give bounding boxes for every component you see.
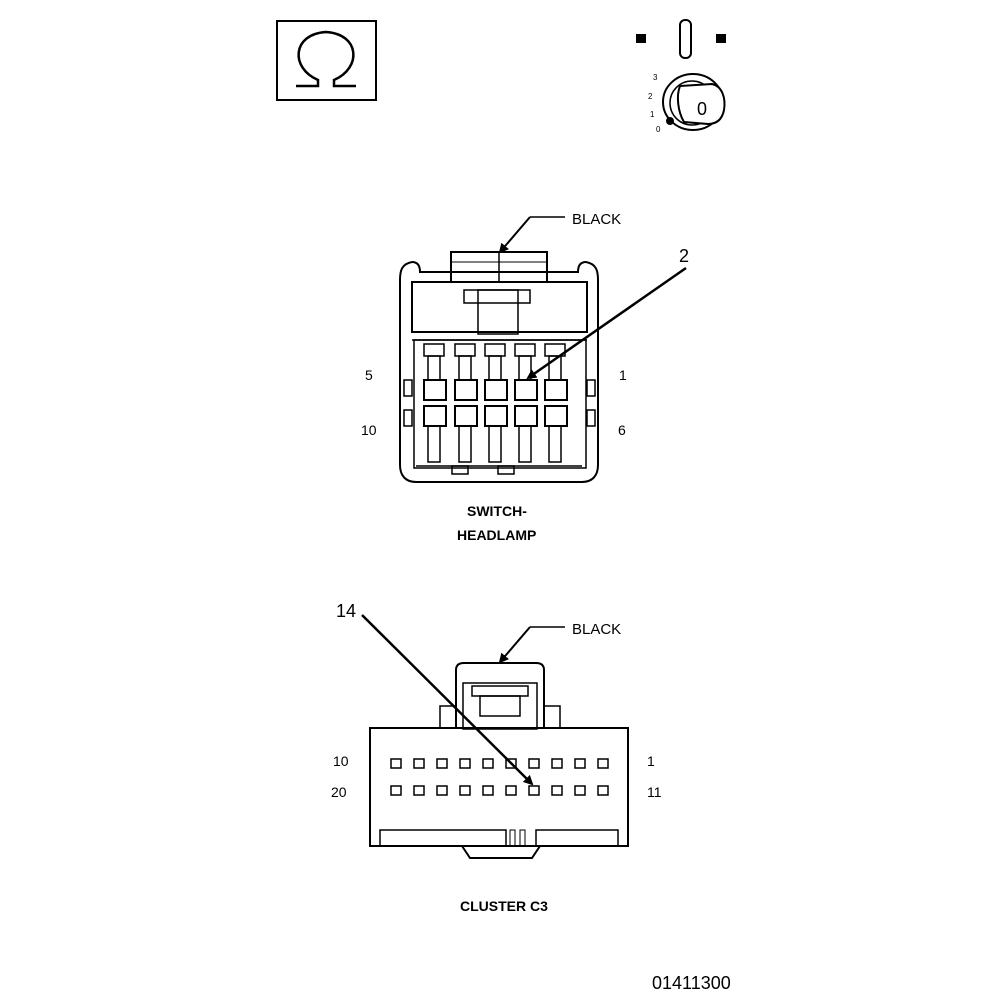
ignition-position-3: 3 (653, 73, 658, 82)
cluster-callout-number: 14 (336, 601, 356, 621)
omega-icon (276, 20, 377, 101)
ignition-position-0: 0 (656, 125, 661, 134)
headlamp-color-label: BLACK (572, 211, 621, 228)
cluster-pin-right-top: 1 (647, 753, 655, 769)
figure-id: 01411300 (652, 973, 731, 993)
headlamp-pin-right-top: 1 (619, 367, 627, 383)
headlamp-callout-number: 2 (679, 246, 689, 266)
ignition-position-1: 1 (650, 110, 655, 119)
headlamp-pin-left-bottom: 10 (361, 422, 377, 438)
cluster-color-label: BLACK (572, 621, 621, 638)
cluster-c3-connector: BLACK (331, 601, 662, 914)
headlamp-pin-right-bottom: 6 (618, 422, 626, 438)
cluster-pin-left-top: 10 (333, 753, 349, 769)
key-label: 0 (697, 99, 707, 119)
ignition-key-icon: 0 3 2 1 0 (636, 19, 726, 134)
cluster-cavity-grid (390, 758, 609, 796)
headlamp-caption-line2: HEADLAMP (457, 527, 536, 543)
ignition-position-2: 2 (648, 92, 653, 101)
cluster-caption: CLUSTER C3 (460, 898, 548, 914)
headlamp-switch-connector: BLACK (361, 211, 689, 543)
headlamp-caption-line1: SWITCH- (467, 503, 527, 519)
cluster-pin-left-bottom: 20 (331, 784, 347, 800)
headlamp-cavity-grid (423, 343, 568, 463)
headlamp-pin-left-top: 5 (365, 367, 373, 383)
cluster-pin-right-bottom: 11 (647, 784, 662, 800)
